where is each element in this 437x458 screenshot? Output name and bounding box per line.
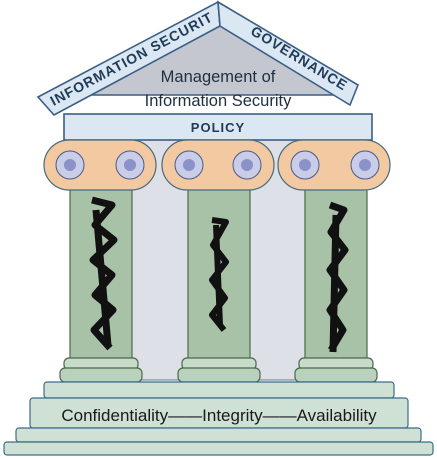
step-4 [3,441,434,456]
foundation-integrity: Integrity [202,406,263,425]
column-left-redaction [89,196,118,351]
management-line-1: Management of [161,68,276,86]
roof-right-band [217,0,359,107]
column-right-redaction [326,201,349,353]
column-middle-redaction [209,217,229,332]
foundation-label: Confidentiality——Integrity——Availability [61,406,377,425]
column-left-base [59,367,143,383]
column-left-volute-left-eye [64,159,76,171]
policy-beam [63,113,373,141]
column-left [43,139,157,383]
management-line-2: Information Security [145,92,292,110]
column-right-volute-right-eye [359,159,371,171]
column-right-volute-left-eye [299,159,311,171]
column-right [277,139,391,383]
step-3 [15,427,422,443]
column-left-volute-right-eye [124,159,136,171]
foundation-availability: Availability [297,406,378,425]
column-middle-base [177,367,261,383]
policy-label: POLICY [191,120,245,135]
column-right-base [294,367,378,383]
column-middle-volute-right-eye [241,159,253,171]
foundation-connector-1: —— [168,406,202,425]
step-1 [43,381,395,399]
column-middle [161,139,275,383]
foundation-connector-2: —— [263,406,297,425]
column-middle-volute-left-eye [183,159,195,171]
foundation-confidentiality: Confidentiality [61,406,168,425]
